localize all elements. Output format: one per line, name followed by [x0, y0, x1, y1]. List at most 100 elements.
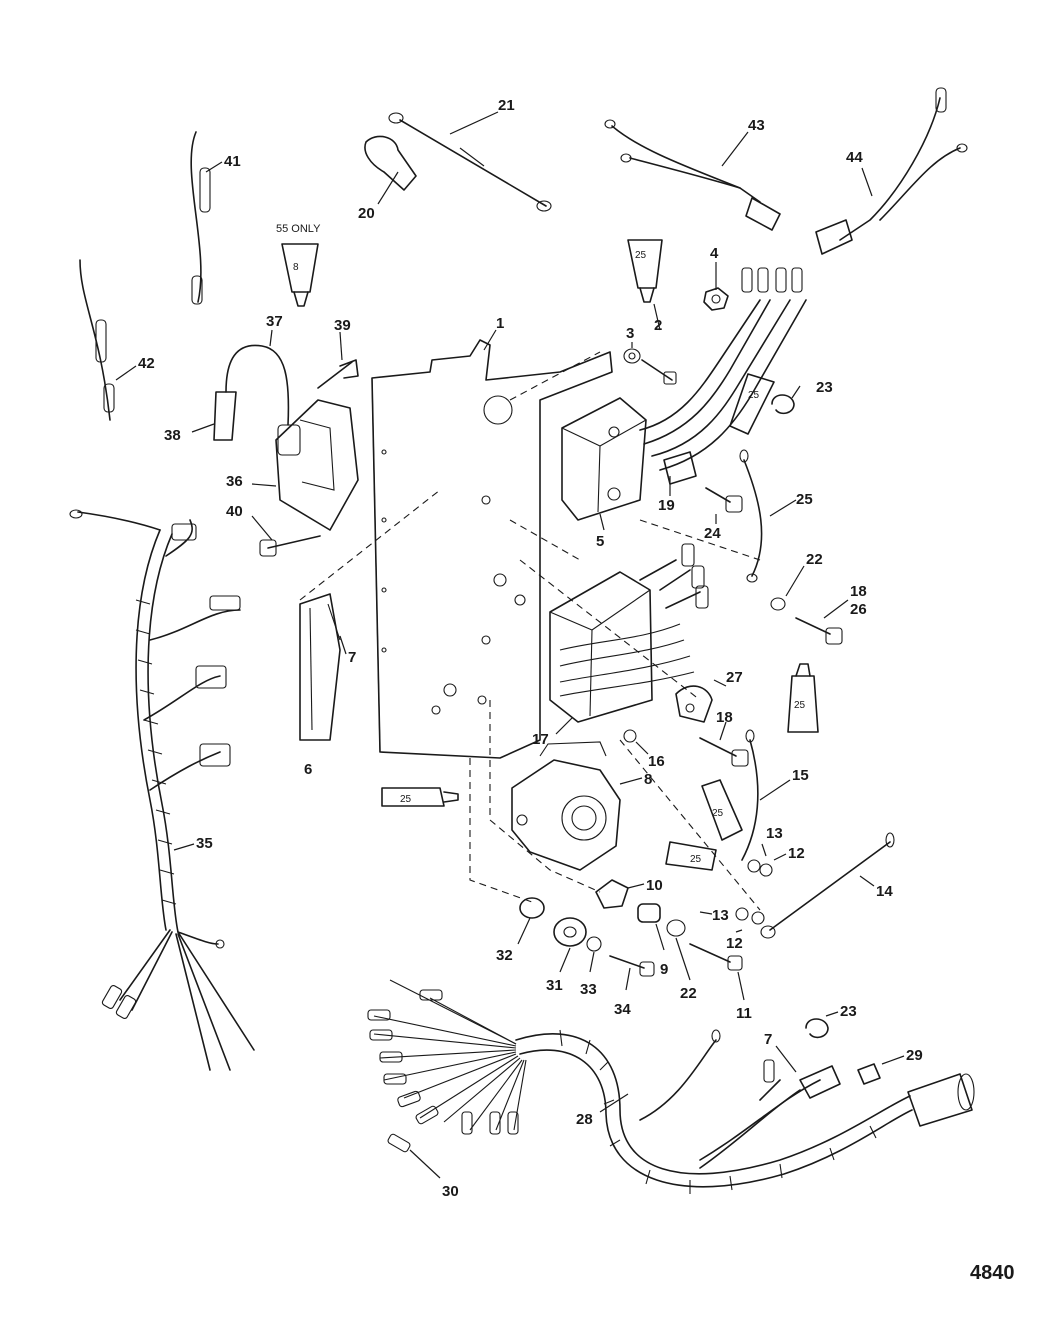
washer-22-lower: [666, 919, 686, 937]
harness-43: [604, 119, 781, 231]
callout-27: 27: [726, 669, 743, 686]
wire-fan-ends: [367, 979, 527, 1153]
figure-number: 4840: [970, 1262, 1015, 1284]
callout-41: 41: [224, 153, 241, 170]
retainer-6: [299, 593, 341, 741]
callout-25: 25: [796, 491, 813, 508]
callout-26: 26: [850, 601, 867, 618]
lead-41: [190, 131, 211, 305]
assembly-lines: [299, 351, 761, 911]
callout-1: 1: [496, 315, 504, 332]
tube-label: 25: [635, 250, 647, 261]
callout-33: 33: [580, 981, 597, 998]
rectifier: [561, 397, 697, 521]
sealant-tube-25-top: 25: [627, 239, 663, 303]
callout-11: 11: [736, 1005, 752, 1022]
switch-box: [549, 543, 709, 723]
sealant-tube-25-mid: 25: [701, 779, 743, 841]
callout-2: 2: [654, 317, 662, 334]
lead-14: [760, 832, 895, 939]
screw-24: [705, 487, 743, 513]
callout-37: 37: [266, 313, 283, 330]
screw-34: [609, 955, 655, 977]
callout-17: 17: [532, 731, 549, 748]
callout-4: 4: [710, 245, 719, 262]
screw-11: [689, 943, 743, 971]
lead-15: [741, 729, 759, 861]
harness-28: [515, 1029, 975, 1194]
wiring-harness-35: [69, 509, 255, 1071]
tube-label: 8: [293, 262, 299, 273]
starter-solenoid: [511, 741, 621, 871]
callout-18-upper: 18: [850, 583, 867, 600]
callout-40: 40: [226, 503, 243, 520]
harness-44: [815, 87, 968, 255]
clip-23-lower: [805, 1018, 829, 1039]
lead-21: [388, 112, 552, 212]
callout-23-lower: 23: [840, 1003, 857, 1020]
screw-18-lower: [699, 737, 749, 767]
callout-30: 30: [442, 1183, 459, 1200]
upper-wire-bundle: [639, 267, 807, 471]
washer-33: [586, 936, 602, 952]
screw-40: [259, 535, 321, 557]
stud: [317, 359, 359, 389]
clip-23-upper: [771, 394, 795, 415]
tube-label: 25: [690, 854, 702, 865]
bushing-10: [595, 879, 629, 909]
callout-9: 9: [660, 961, 668, 978]
callout-21: 21: [498, 97, 515, 114]
sealant-tube-25-lower: 25: [665, 841, 717, 871]
nut-16: [623, 729, 637, 743]
callout-7-upper: 7: [348, 649, 356, 666]
callouts: 21 20 41 42 43 44 4 3 2 1 37 39 38 36 40…: [115, 97, 923, 1200]
callout-12-upper: 12: [788, 845, 805, 862]
callout-44: 44: [846, 149, 863, 166]
note-55-only: 55 ONLY: [276, 223, 321, 235]
callout-35: 35: [196, 835, 213, 852]
callout-18-lower: 18: [716, 709, 733, 726]
callout-12-lower: 12: [726, 935, 743, 952]
callout-28: 28: [576, 1111, 593, 1128]
spacer-9: [637, 903, 661, 923]
clamp-27: [675, 685, 713, 723]
callout-19: 19: [658, 497, 675, 514]
mounting-plate: [371, 339, 613, 759]
tube-label: 25: [400, 794, 412, 805]
callout-43: 43: [748, 117, 765, 134]
callout-10: 10: [646, 877, 663, 894]
sealant-tube-25-far-right: 25: [787, 663, 819, 733]
ignition-coil: [213, 344, 359, 531]
sealant-tube-25-right: 25: [729, 373, 775, 435]
grommet-31: [553, 917, 587, 947]
tube-label: 25: [748, 390, 760, 401]
callout-20: 20: [358, 205, 375, 222]
washer-3: [623, 348, 641, 364]
grommet-32: [519, 897, 545, 919]
washer-22-upper: [770, 597, 786, 611]
screw-2: [641, 359, 677, 385]
lead-42: [79, 259, 115, 421]
sealant-tube-25-horizontal: 25: [381, 787, 459, 807]
ground-lead-25: [739, 449, 763, 583]
nut-4: [703, 287, 729, 311]
boot-20: [364, 135, 417, 191]
callout-13-lower: 13: [712, 907, 729, 924]
tube-label: 25: [794, 700, 806, 711]
callout-22-lower: 22: [680, 985, 697, 1002]
callout-5: 5: [596, 533, 604, 550]
callout-6: 6: [304, 761, 312, 778]
callout-3: 3: [626, 325, 634, 342]
washers-12-13: [735, 859, 773, 925]
callout-23-upper: 23: [816, 379, 833, 396]
callout-13-upper: 13: [766, 825, 783, 842]
tube-label: 25: [712, 808, 724, 819]
callout-36: 36: [226, 473, 243, 490]
callout-8: 8: [644, 771, 652, 788]
callout-32: 32: [496, 947, 513, 964]
connector-29: [857, 1063, 881, 1085]
callout-22-upper: 22: [806, 551, 823, 568]
callout-39: 39: [334, 317, 351, 334]
callout-31: 31: [546, 977, 563, 994]
